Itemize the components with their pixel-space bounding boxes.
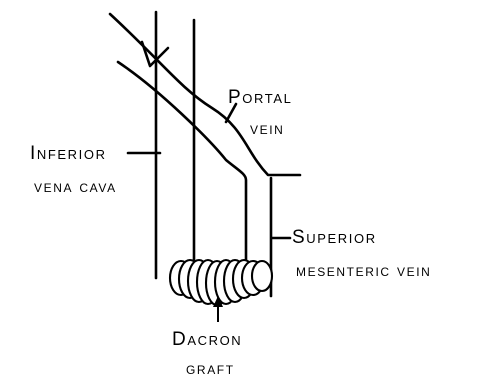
inferior-vena-cava-line1: Inferior bbox=[30, 143, 107, 164]
label-dacron-graft: Dacron bbox=[172, 330, 242, 349]
label-inferior-vena-cava-2: vena cava bbox=[34, 178, 117, 195]
label-portal-vein: Portal bbox=[228, 88, 292, 107]
label-dacron-graft-2: graft bbox=[186, 360, 235, 377]
portal-vein-line1: Portal bbox=[228, 87, 292, 108]
portal-vein-line2: vein bbox=[250, 119, 284, 138]
label-inferior-vena-cava: Inferior bbox=[30, 144, 107, 163]
inferior-vena-cava-line2: vena cava bbox=[34, 177, 117, 196]
superior-mesenteric-vein-line2: mesenteric vein bbox=[296, 261, 431, 280]
portal-vein-lower-wall bbox=[118, 62, 246, 262]
label-portal-vein-2: vein bbox=[250, 120, 284, 137]
dacron-graft-line1: Dacron bbox=[172, 329, 242, 350]
label-superior-mesenteric-vein-2: mesenteric vein bbox=[296, 262, 431, 279]
label-superior-mesenteric-vein: Superior bbox=[292, 228, 377, 247]
superior-mesenteric-vein-line1: Superior bbox=[292, 227, 377, 248]
dacron-graft-line2: graft bbox=[186, 359, 235, 378]
dacron-graft-shape bbox=[170, 260, 272, 305]
